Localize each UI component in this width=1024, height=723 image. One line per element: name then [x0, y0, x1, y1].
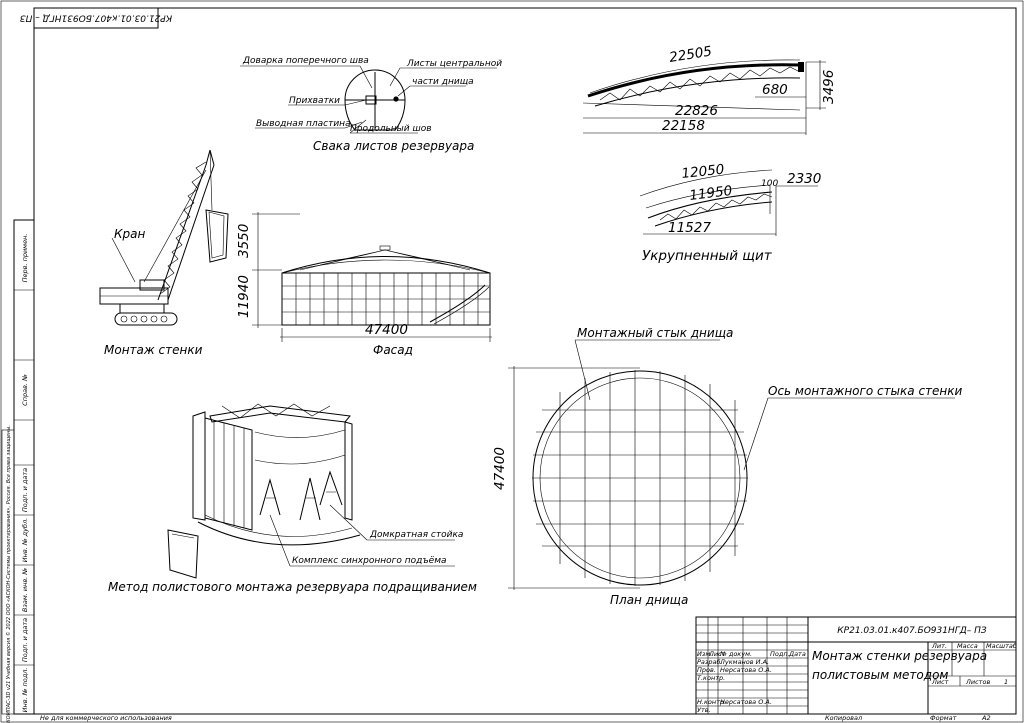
- weld-label-prihvatki: Прихватки: [289, 96, 340, 106]
- tb-lit: Лит.: [931, 642, 947, 650]
- weld-title: Свака листов резервуара: [313, 139, 474, 153]
- method-label-kompleks: Комплекс синхронного подъёма: [292, 556, 447, 566]
- tb-sheets-value: 1: [1004, 678, 1008, 686]
- footer-copied: Копировал: [825, 714, 862, 722]
- truss-small-dim-2330: 2330: [787, 171, 821, 187]
- side-label-podp2: Подп. и дата: [21, 618, 29, 662]
- tb-name-razrab: Лукманов И.А.: [719, 658, 769, 666]
- plan-dim-47400: 47400: [492, 447, 508, 490]
- title-block-name-1: Монтаж стенки резервуара: [812, 649, 987, 663]
- plan-title: План днища: [610, 593, 688, 607]
- tb-scale: Масштаб: [986, 642, 1017, 650]
- tb-col-data: Дата: [788, 650, 806, 658]
- top-stamp-text: КР21.03.01.к407.БО931НГД – ПЗ: [20, 13, 172, 23]
- method-label-domkrat: Домкратная стойка: [369, 530, 463, 540]
- tb-sheets: Листов: [965, 678, 990, 686]
- side-label-sprav: Справ. №: [21, 374, 29, 406]
- truss-large-dim-3496: 3496: [821, 70, 837, 104]
- side-strip: Перв. примен. Справ. № Подп. и дата Инв.…: [1, 219, 35, 723]
- plan-label-styk-dnisha: Монтажный стык днища: [577, 326, 733, 340]
- title-block-code: КР21.03.01.к407.БО931НГД– ПЗ: [837, 626, 987, 636]
- truss-large-dim-22158: 22158: [662, 118, 705, 134]
- footer-format-value: A2: [981, 714, 991, 722]
- truss-large-dim-22505: 22505: [668, 43, 713, 66]
- side-label-podp1: Подп. и дата: [21, 468, 29, 512]
- title-block: КР21.03.01.к407.БО931НГД– ПЗ Монтаж стен…: [695, 616, 1017, 715]
- side-watermark: КОМПАС-3D v21 Учебная версия © 2022 ООО …: [5, 425, 12, 723]
- tb-role-prov: Пров.: [697, 666, 716, 674]
- sheet-frame: [33, 7, 1017, 715]
- crane-label: Кран: [114, 227, 145, 241]
- top-stamp: КР21.03.01.к407.БО931НГД – ПЗ: [20, 7, 172, 29]
- weld-label-chasti: части днища: [412, 77, 474, 87]
- tb-col-dokum: № докум.: [719, 650, 752, 658]
- tb-role-nkontr: Н.контр.: [697, 698, 726, 706]
- weld-label-prodolny: Продольный шов: [350, 124, 432, 134]
- weld-label-vyvodnaya: Выводная пластина: [256, 119, 351, 129]
- truss-small-dim-11527: 11527: [668, 220, 711, 236]
- method-title: Метод полистового монтажа резервуара под…: [108, 580, 477, 594]
- tb-name-nkontr: Нерсатова О.А.: [720, 698, 772, 706]
- weld-label-dovarka: Доварка поперечного шва: [242, 56, 369, 66]
- method-drawing: Домкратная стойка Комплекс синхронного п…: [108, 403, 477, 594]
- truss-large-dim-22826: 22826: [675, 103, 718, 119]
- side-label-perv: Перв. примен.: [21, 234, 29, 283]
- crane-title: Монтаж стенки: [104, 343, 203, 357]
- side-label-podl: Инв. № подл.: [21, 668, 29, 713]
- tb-sheet: Лист: [931, 678, 949, 686]
- plan-drawing: 47400 Монтажный стык днища Ось монтажног…: [492, 326, 963, 607]
- footer-noncommercial: Не для коммерческого использования: [40, 714, 172, 722]
- tb-col-podp: Подп.: [770, 650, 790, 658]
- truss-small-dim-12050: 12050: [681, 162, 725, 182]
- facade-drawing: 3550 11940 47400 Фасад: [236, 212, 492, 357]
- title-block-name-2: полистовым методом: [812, 668, 948, 682]
- truss-small-dim-100: 100: [761, 179, 778, 189]
- side-label-dubl: Инв. № дубл.: [21, 518, 29, 562]
- facade-dim-47400: 47400: [365, 322, 408, 338]
- truss-large: 22505 680 3496 22826 22158: [582, 43, 837, 135]
- tb-role-utv: Утв.: [697, 706, 711, 714]
- facade-dim-3550: 3550: [236, 224, 252, 258]
- footer-format-label: Формат: [930, 714, 957, 722]
- facade-title: Фасад: [373, 343, 413, 357]
- tb-role-tkontr: Т.контр.: [697, 674, 725, 682]
- weld-detail: Доварка поперечного шва Листы центрально…: [240, 56, 502, 153]
- tb-col-izm: Изм.: [697, 650, 712, 658]
- plan-label-os-styka: Ось монтажного стыка стенки: [768, 384, 963, 398]
- tb-role-razrab: Разраб.: [697, 658, 723, 666]
- truss-small-title: Укрупненный щит: [642, 248, 773, 264]
- facade-dim-11940: 11940: [236, 275, 252, 318]
- crane-drawing: Кран Монтаж стенки: [99, 149, 229, 357]
- truss-small-dim-11950: 11950: [689, 183, 734, 204]
- tb-name-prov: Нерсатова О.А.: [720, 666, 772, 674]
- truss-small: 12050 11950 100 2330 11527 Укрупненный щ…: [639, 162, 821, 264]
- side-label-vzam: Взам. инв. №: [21, 568, 29, 612]
- truss-large-dim-680: 680: [762, 82, 788, 98]
- tb-mass: Масса: [957, 642, 978, 650]
- tb-col-list: Лист: [708, 650, 726, 658]
- weld-label-listy: Листы центральной: [406, 59, 502, 69]
